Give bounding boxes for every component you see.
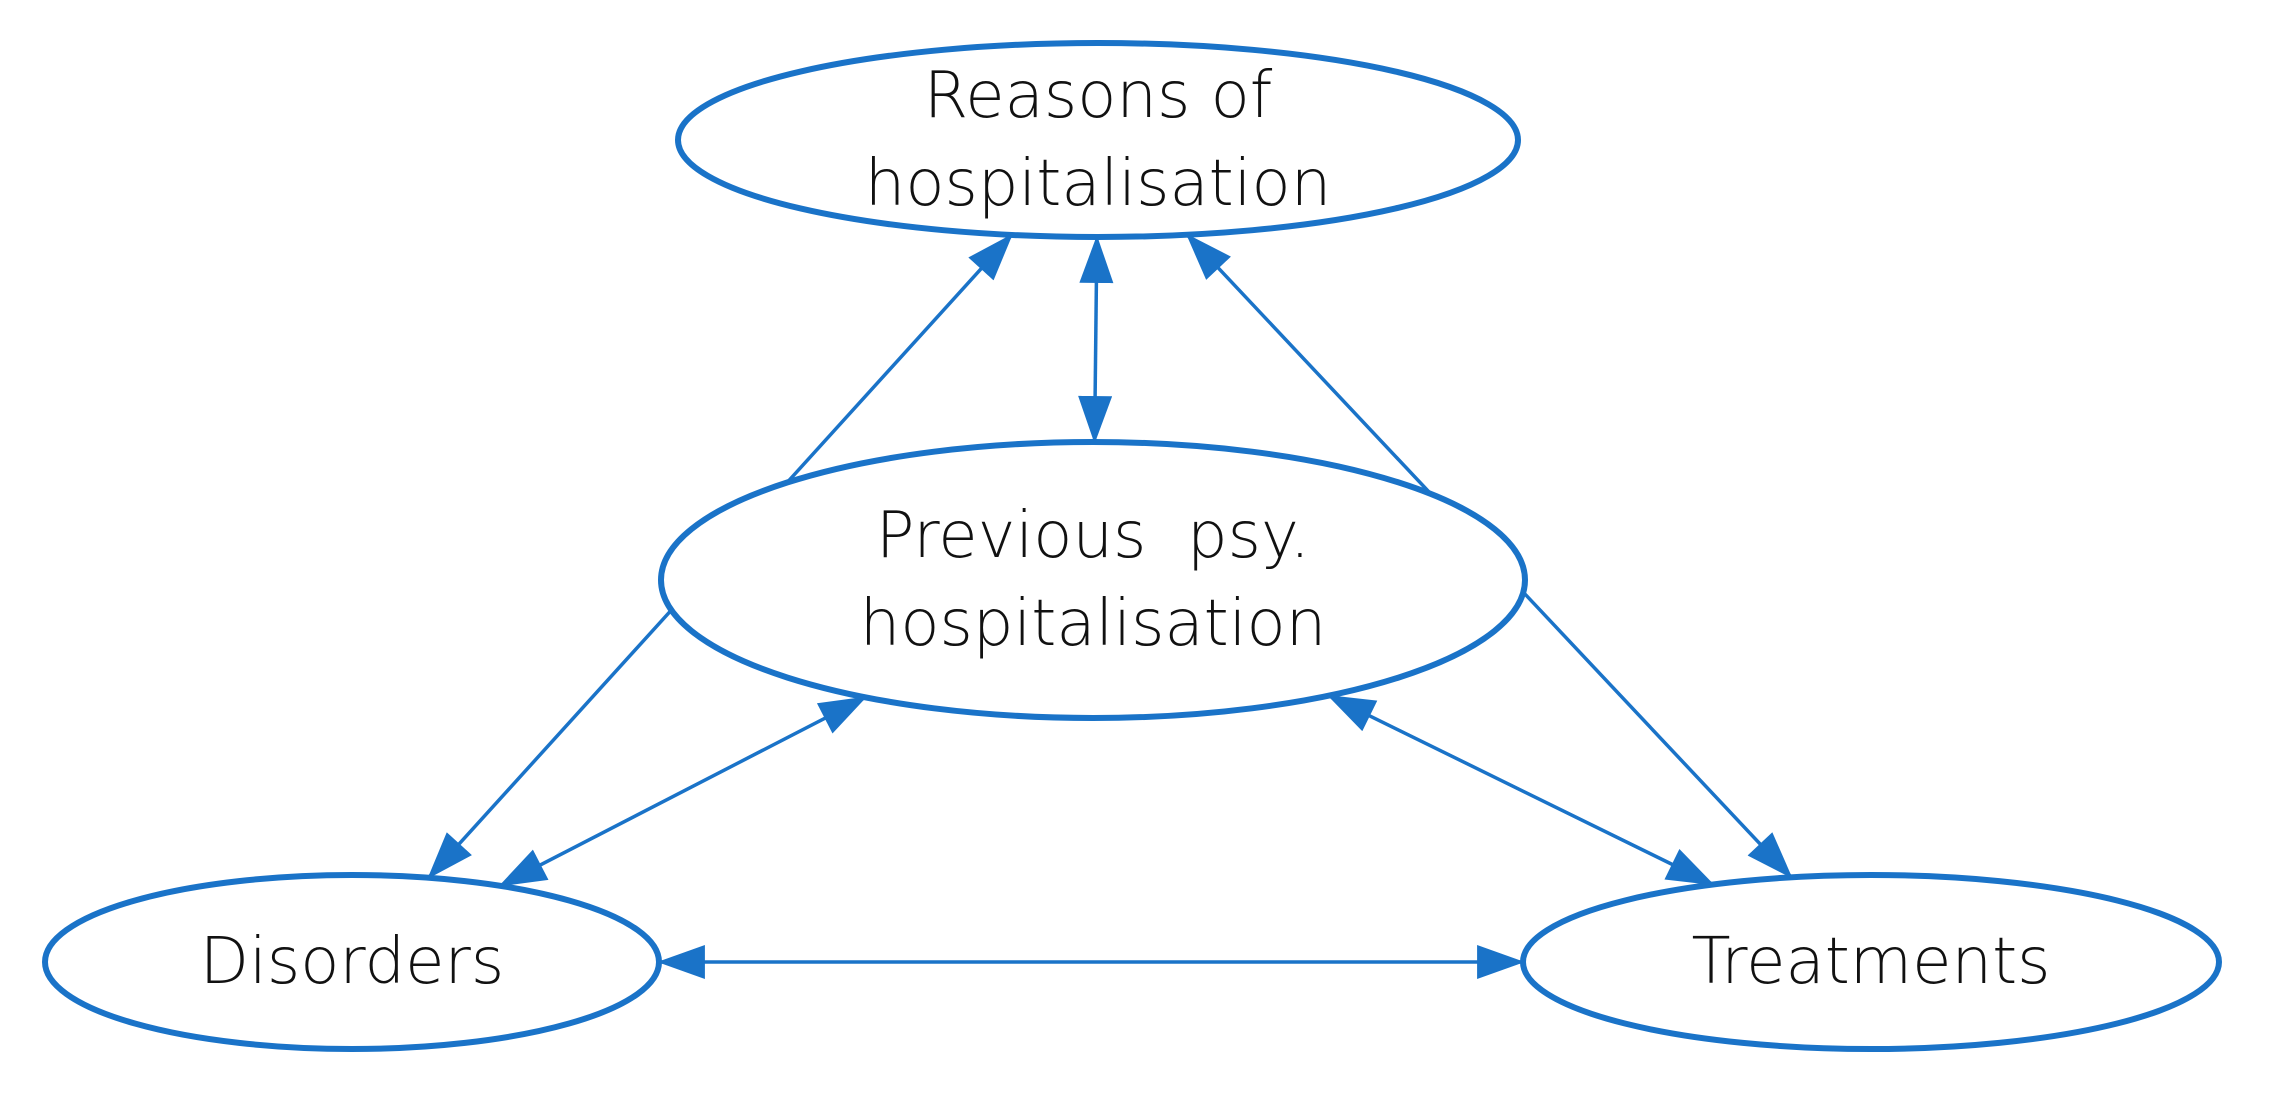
edge-previous-disorders (498, 695, 868, 888)
node-previous-label-line-2: hospitalisation (860, 587, 1327, 661)
node-previous: Previous psy. hospitalisation (658, 439, 1528, 721)
node-reasons-label-line-2: hospitalisation (865, 147, 1332, 221)
node-treatments: Treatments (1520, 872, 2222, 1052)
node-treatments-label-line-1: Treatments (1692, 925, 2051, 999)
node-disorders-label-line-1: Disorders (200, 925, 504, 999)
node-previous-label-line-1: Previous psy. (876, 499, 1310, 573)
node-disorders: Disorders (42, 872, 662, 1052)
node-previous-ellipse (658, 439, 1528, 721)
edge-reasons-previous (1078, 235, 1114, 444)
node-disorders-ellipse (42, 872, 662, 1052)
node-treatments-ellipse (1520, 872, 2222, 1052)
node-reasons: Reasons of hospitalisation (675, 40, 1521, 240)
node-reasons-ellipse (675, 40, 1521, 240)
edge-previous-treatments (1327, 694, 1715, 887)
node-reasons-label-line-1: Reasons of (924, 59, 1273, 133)
